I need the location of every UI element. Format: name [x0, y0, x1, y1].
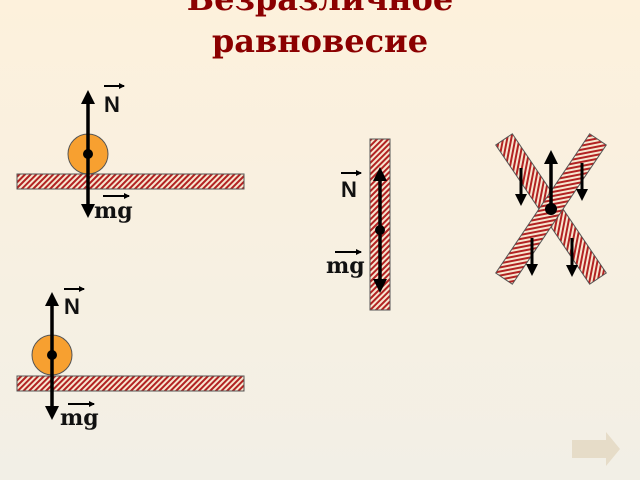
scene-ball-on-board-2: N mg [16, 286, 245, 431]
scene-vertical-board: N mg [326, 138, 391, 311]
scene-ball-on-board-1: N mg [16, 83, 245, 224]
label-mg: mg [326, 253, 365, 279]
label-n: N [341, 177, 357, 202]
center-of-mass [545, 203, 557, 215]
title-line-2: равновесие [211, 22, 429, 60]
label-mg: mg [94, 198, 133, 224]
label-n: N [104, 92, 120, 117]
center-of-mass [47, 350, 57, 360]
center-of-mass [375, 225, 385, 235]
center-of-mass [83, 149, 93, 159]
scene-crossed-boards [495, 133, 607, 285]
board [16, 375, 245, 392]
next-arrow-icon[interactable] [572, 432, 620, 466]
next-slide-button[interactable] [572, 432, 620, 466]
board [16, 173, 245, 190]
label-n: N [64, 294, 80, 319]
label-mg: mg [60, 405, 99, 431]
title-line-1: Безразличное [0, 0, 640, 20]
slide-title: Безразличное равновесие [0, 0, 640, 62]
